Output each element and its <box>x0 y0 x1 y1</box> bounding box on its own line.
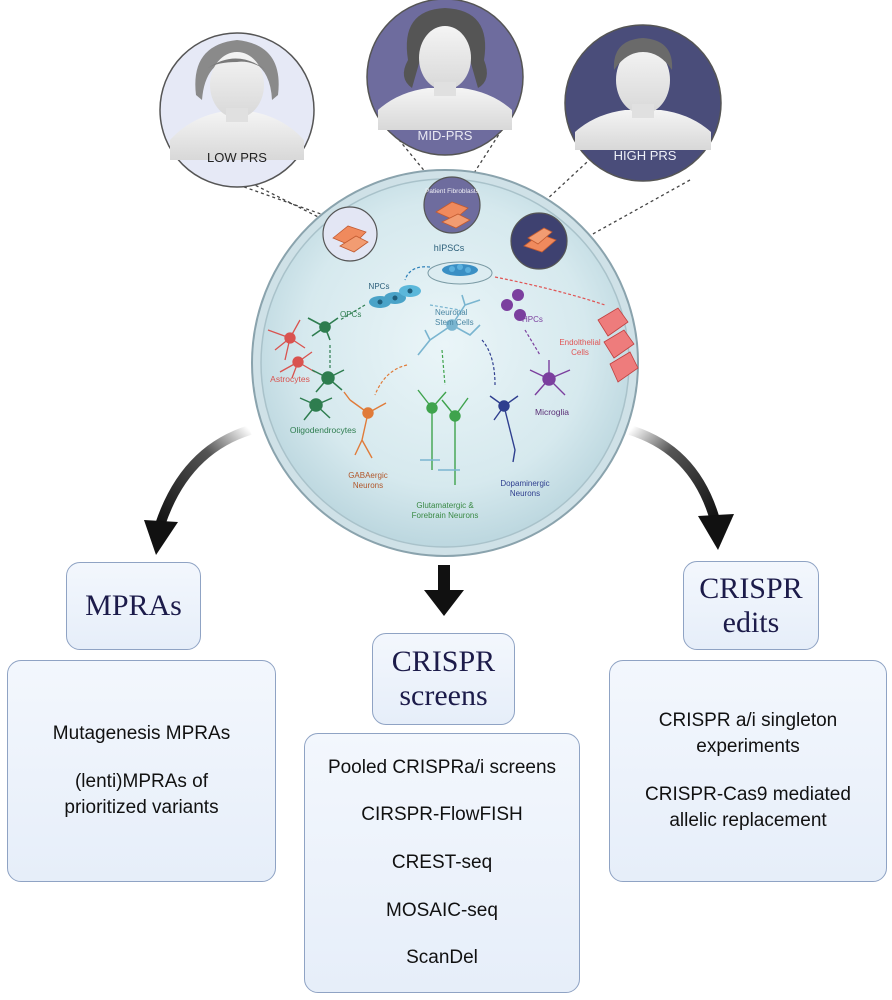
low-prs-portrait: LOW PRS <box>159 32 315 188</box>
edits-item-1: CRISPR a/i singleton experiments <box>658 710 838 757</box>
screens-title-line2: screens <box>399 679 488 712</box>
endothelial-cells: Endolthelial Cells <box>559 307 639 383</box>
fibroblast-mid: Patient Fibroblasts <box>423 176 481 234</box>
microglia-label: Microglia <box>535 407 569 417</box>
endothelial-label-1: Endolthelial <box>559 338 601 347</box>
mpras-item-2: (lenti)MPRAs of prioritized variants <box>64 771 219 818</box>
high-prs-label: HIGH PRS <box>614 148 677 163</box>
screens-methods-box: Pooled CRISPRa/i screens CIRSPR-FlowFISH… <box>304 733 580 993</box>
hpcs-label: HPCs <box>522 315 543 324</box>
screens-title-line1: CRISPR <box>391 645 496 678</box>
screens-item-4: MOSAIC-seq <box>386 899 498 921</box>
patient-fibroblasts-label: Patient Fibroblasts <box>425 188 480 195</box>
astrocytes-label: Astrocytes <box>270 374 310 384</box>
mpras-methods-box: Mutagenesis MPRAs (lenti)MPRAs of priori… <box>7 660 276 882</box>
neuronal-stem-cell: Neuronal Stem Cells <box>417 294 481 356</box>
hpcs-cells: HPCs <box>501 289 543 324</box>
fibroblast-low <box>322 206 378 262</box>
screens-item-3: CREST-seq <box>391 851 493 873</box>
glutamatergic-label-1: Glutamatergic & <box>416 501 474 510</box>
gabaergic-label-1: GABAergic <box>348 471 388 480</box>
fibroblast-high <box>510 212 568 270</box>
edits-methods-box: CRISPR a/i singleton experiments CRISPR-… <box>609 660 887 882</box>
edits-title-line1: CRISPR <box>699 571 803 605</box>
npcs-cells: NPCs <box>369 282 421 308</box>
screens-item-1: Pooled CRISPRa/i screens <box>327 756 557 778</box>
glutamatergic-label-2: Forebrain Neurons <box>412 511 479 520</box>
mpras-item-1: Mutagenesis MPRAs <box>52 723 231 744</box>
mid-prs-portrait: MID-PRS <box>366 0 524 156</box>
screens-title-box: CRISPR screens <box>372 633 515 725</box>
neuronal-stem-cells-label-2: Stem Cells <box>435 318 474 327</box>
hipscs-label: hIPSCs <box>434 243 465 253</box>
high-prs-portrait: HIGH PRS <box>564 24 722 182</box>
astrocytes-cells: Astrocytes <box>267 319 316 384</box>
screens-item-5: ScanDel <box>406 947 478 969</box>
dopaminergic-label-2: Neurons <box>510 489 540 498</box>
low-prs-label: LOW PRS <box>207 150 267 165</box>
neuronal-stem-cells-label-1: Neuronal <box>435 308 468 317</box>
dopaminergic-neuron: Dopaminergic Neurons <box>489 395 550 498</box>
oligodendrocytes-cells: Oligodendrocytes <box>290 369 356 435</box>
gabaergic-label-2: Neurons <box>353 481 383 490</box>
hipsc-dish: hIPSCs <box>427 243 493 285</box>
mid-prs-label: MID-PRS <box>418 128 473 143</box>
dopaminergic-label-1: Dopaminergic <box>500 479 549 488</box>
edits-title-box: CRISPR edits <box>683 561 819 650</box>
microglia-cell: Microglia <box>529 360 571 417</box>
npcs-label: NPCs <box>369 282 390 291</box>
mpras-title: MPRAs <box>85 589 182 622</box>
gabaergic-neuron: GABAergic Neurons <box>343 391 388 490</box>
endothelial-label-2: Cells <box>571 348 589 357</box>
arrow-to-screens <box>424 565 464 616</box>
opcs-label: OPCs <box>340 310 361 319</box>
mpras-title-box: MPRAs <box>66 562 201 650</box>
glutamatergic-neurons: Glutamatergic & Forebrain Neurons <box>412 389 479 520</box>
edits-item-2: CRISPR-Cas9 mediated allelic replacement <box>645 784 851 831</box>
differentiation-arrows <box>329 266 606 396</box>
edits-title-line2: edits <box>722 605 780 639</box>
opc-cell: OPCs <box>307 310 361 341</box>
arrow-to-mpras <box>144 425 252 555</box>
arrow-to-edits <box>628 425 734 550</box>
oligodendrocytes-label: Oligodendrocytes <box>290 425 356 435</box>
screens-item-2: CIRSPR-FlowFISH <box>361 804 523 826</box>
